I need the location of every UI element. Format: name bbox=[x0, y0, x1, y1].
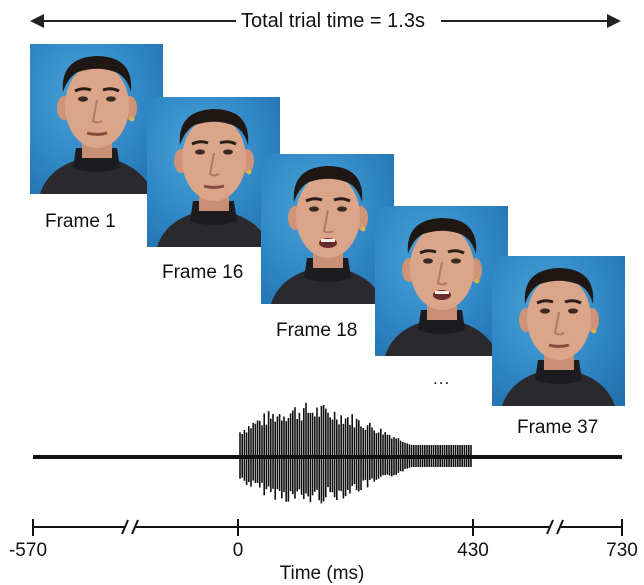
arrow-line-right bbox=[441, 20, 611, 22]
video-frame-16 bbox=[147, 97, 280, 247]
ellipsis: ... bbox=[433, 369, 451, 388]
tick-label-offset: 430 bbox=[457, 540, 489, 561]
face-portrait-icon bbox=[502, 268, 615, 406]
face-portrait-icon bbox=[40, 56, 153, 194]
tick-label-end: 730 bbox=[606, 540, 638, 561]
frame-label-37: Frame 37 bbox=[517, 417, 599, 438]
tick-label-onset: 0 bbox=[232, 540, 244, 561]
axis-title: Time (ms) bbox=[279, 563, 365, 584]
face-portrait-icon bbox=[157, 109, 270, 247]
frame-label-18: Frame 18 bbox=[276, 320, 358, 341]
time-axis bbox=[32, 519, 623, 536]
left-arrowhead-icon bbox=[30, 14, 44, 28]
axis-break-icon bbox=[121, 519, 139, 535]
audio-waveform bbox=[33, 402, 622, 504]
video-frame-intermediate bbox=[375, 206, 508, 356]
video-frame-18 bbox=[261, 154, 394, 304]
arrow-line-left bbox=[42, 20, 236, 22]
frame-label-16: Frame 16 bbox=[162, 262, 244, 283]
tick-label-start: -570 bbox=[8, 540, 48, 561]
frame-label-1: Frame 1 bbox=[45, 211, 116, 232]
axis-break-icon bbox=[546, 519, 564, 535]
face-portrait-icon bbox=[385, 218, 498, 356]
video-frame-1 bbox=[30, 44, 163, 194]
face-portrait-icon bbox=[271, 166, 384, 304]
right-arrowhead-icon bbox=[607, 14, 621, 28]
trial-time-label: Total trial time = 1.3s bbox=[241, 10, 425, 32]
video-frame-37 bbox=[492, 256, 625, 406]
